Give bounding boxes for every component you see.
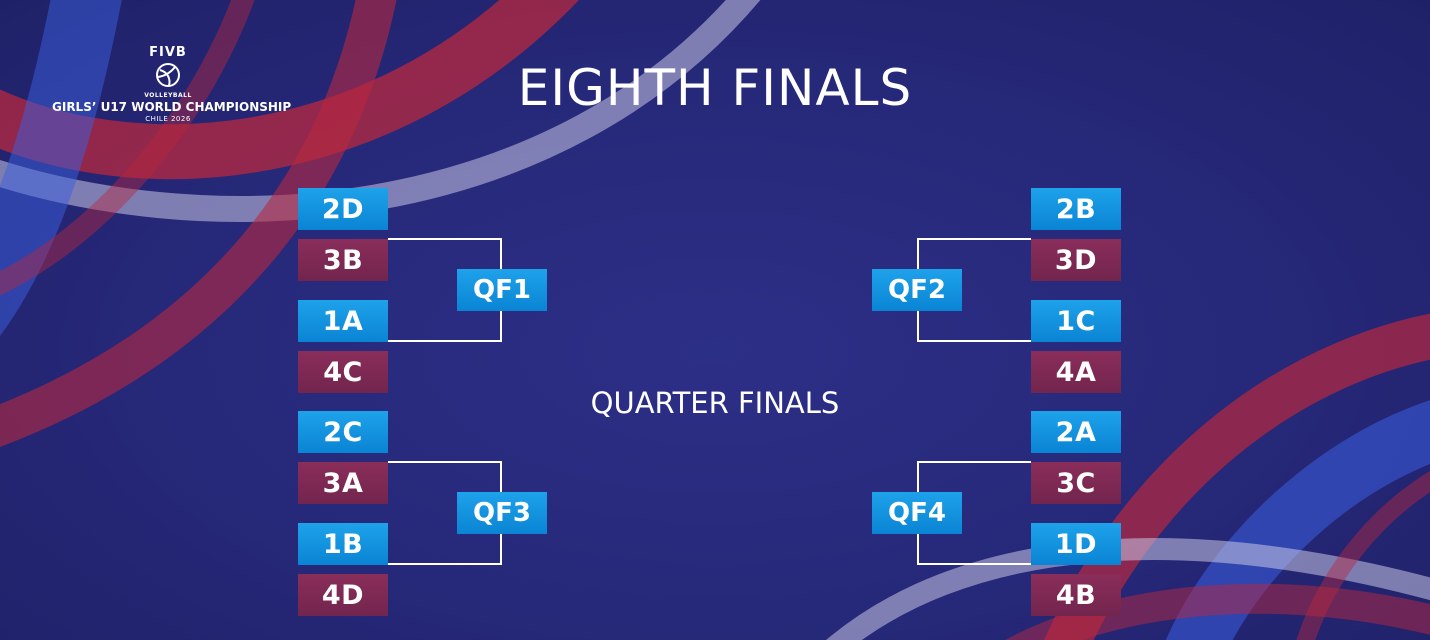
round-label: QUARTER FINALS xyxy=(590,386,840,420)
bracket-slot: 3C xyxy=(1031,462,1121,504)
quarter-final-box: QF1 xyxy=(457,269,547,311)
bracket-slot: 2C xyxy=(298,411,388,453)
bracket-line xyxy=(917,461,1031,463)
bracket-slot: 1C xyxy=(1031,300,1121,342)
bracket-line xyxy=(917,563,1031,565)
bracket-slot: 3A xyxy=(298,462,388,504)
bracket-slot: 2B xyxy=(1031,188,1121,230)
host-label: CHILE 2026 xyxy=(145,115,191,123)
bracket-line xyxy=(917,340,1031,342)
bracket-slot: 1D xyxy=(1031,523,1121,565)
quarter-final-box: QF4 xyxy=(872,492,962,534)
bracket-line xyxy=(388,238,502,240)
bracket-slot: 2D xyxy=(298,188,388,230)
bracket-line xyxy=(917,238,1031,240)
volleyball-icon xyxy=(156,63,180,87)
bracket-line xyxy=(388,563,502,565)
bracket-line xyxy=(388,340,502,342)
bracket-slot: 3B xyxy=(298,239,388,281)
bracket-slot: 1A xyxy=(298,300,388,342)
bracket-slot: 3D xyxy=(1031,239,1121,281)
bracket-slot: 4B xyxy=(1031,574,1121,616)
fivb-logo-text: FIVB xyxy=(149,45,187,60)
bracket-slot: 4A xyxy=(1031,351,1121,393)
bracket-line xyxy=(388,461,502,463)
sport-label: VOLLEYBALL xyxy=(144,92,192,99)
page-title: EIGHTH FINALS xyxy=(517,59,913,117)
bracket-slot: 4C xyxy=(298,351,388,393)
bracket-slot: 4D xyxy=(298,574,388,616)
bracket-slot: 1B xyxy=(298,523,388,565)
event-logo: FIVB VOLLEYBALL GIRLS’ U17 WORLD CHAMPIO… xyxy=(52,45,292,124)
event-name: GIRLS’ U17 WORLD CHAMPIONSHIP xyxy=(52,100,292,114)
quarter-final-box: QF3 xyxy=(457,492,547,534)
bracket-slot: 2A xyxy=(1031,411,1121,453)
quarter-final-box: QF2 xyxy=(872,269,962,311)
